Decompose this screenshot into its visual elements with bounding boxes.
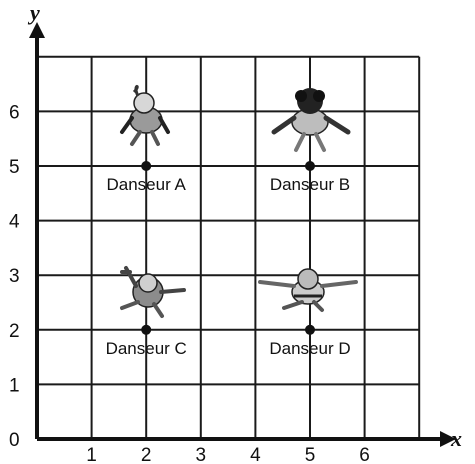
y-tick-label: 1 — [9, 375, 20, 396]
x-tick-label: 3 — [196, 445, 207, 464]
x-tick-label: 1 — [86, 445, 97, 464]
dancer-point — [305, 161, 315, 171]
y-tick-labels: 1 2 3 4 5 6 — [9, 102, 20, 396]
y-axis-label: y — [27, 0, 40, 25]
dancer-a-figure-icon — [122, 86, 168, 144]
origin-label: 0 — [9, 430, 20, 451]
x-tick-label: 5 — [305, 445, 316, 464]
dancer-point — [141, 325, 151, 335]
y-tick-label: 3 — [9, 266, 20, 287]
x-tick-labels: 1 2 3 4 5 6 — [86, 445, 370, 464]
x-tick-label: 4 — [250, 445, 261, 464]
dancer-label: Danseur A — [107, 175, 187, 194]
x-tick-label: 6 — [359, 445, 370, 464]
grid-lines — [37, 57, 419, 439]
dancer-label: Danseur B — [270, 175, 350, 194]
y-tick-label: 6 — [9, 102, 20, 123]
dancer-label: Danseur D — [269, 339, 350, 358]
y-tick-label: 5 — [9, 157, 20, 178]
y-tick-label: 4 — [9, 212, 20, 233]
y-tick-label: 2 — [9, 321, 20, 342]
dancer-point — [141, 161, 151, 171]
dancer-point — [305, 325, 315, 335]
dancer-label: Danseur C — [106, 339, 187, 358]
x-axis-label: x — [450, 426, 462, 451]
x-tick-label: 2 — [141, 445, 152, 464]
